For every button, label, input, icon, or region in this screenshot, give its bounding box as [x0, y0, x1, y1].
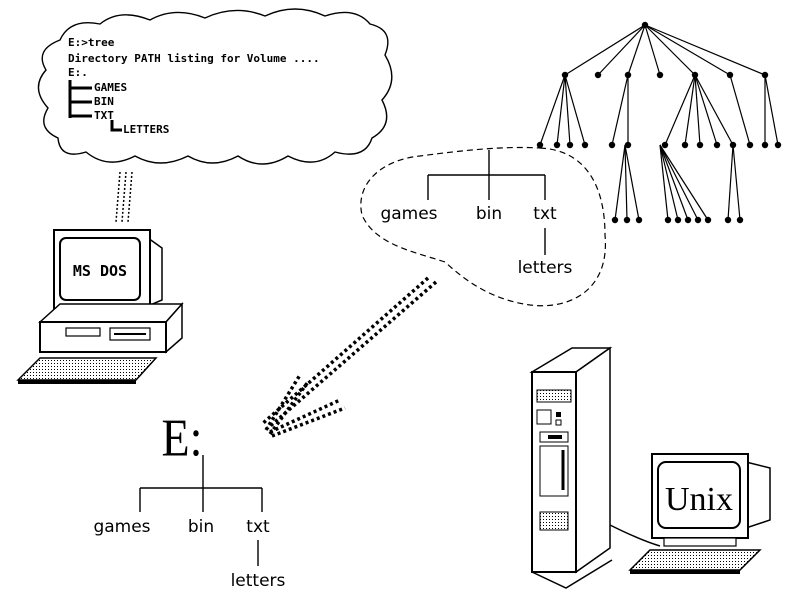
bubble-tree-lines — [427, 150, 546, 255]
tree-command-cloud: E:>tree Directory PATH listing for Volum… — [37, 8, 393, 165]
cloud-item-bin: BIN — [94, 95, 114, 108]
dos-screen-label: MS DOS — [73, 262, 127, 280]
drive-root-label: E: — [162, 408, 203, 467]
unix-keyboard — [628, 549, 762, 571]
cloud-outline — [37, 8, 393, 165]
dos-screen — [59, 237, 141, 301]
ms-dos-computer: MS DOS — [16, 229, 184, 384]
drive-tree: E: games bin txt letters — [93, 408, 285, 591]
unix-workstation: Unix — [529, 346, 771, 589]
drive-grandchild-letters: letters — [231, 571, 286, 591]
large-tree-nodes — [536, 21, 782, 224]
cloud-item-txt: TXT — [94, 109, 114, 122]
dos-keyboard — [16, 357, 158, 381]
bubble-label-games: games — [380, 204, 437, 224]
bubble-label-letters: letters — [518, 258, 573, 278]
dotted-arrow — [260, 276, 438, 438]
zoom-bubble-outline — [360, 146, 606, 307]
cloud-line-listing: Directory PATH listing for Volume .... — [68, 52, 320, 65]
cloud-line-drive: E:. — [68, 66, 88, 79]
bubble-label-txt: txt — [533, 204, 557, 224]
drive-tree-lines — [139, 455, 263, 566]
unix-screen-label: Unix — [665, 481, 733, 518]
unix-screen — [657, 461, 741, 529]
drive-child-txt: txt — [246, 517, 270, 537]
cloud-tree-lines — [68, 80, 122, 132]
zoom-bubble: games bin txt letters — [360, 146, 606, 307]
drive-child-games: games — [93, 517, 150, 537]
large-directory-tree — [539, 24, 779, 221]
bubble-label-bin: bin — [476, 204, 502, 224]
cloud-line-prompt: E:>tree — [68, 36, 115, 49]
cloud-connector — [115, 171, 133, 223]
drive-child-bin: bin — [188, 517, 214, 537]
cloud-item-games: GAMES — [94, 81, 127, 94]
cloud-item-letters: LETTERS — [123, 123, 169, 136]
